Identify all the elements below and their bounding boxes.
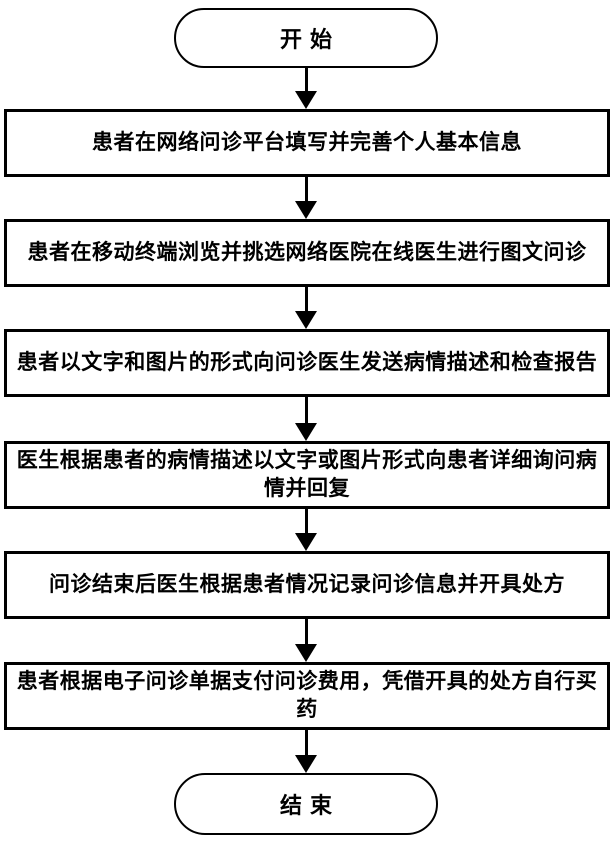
arrow-shaft <box>304 730 308 759</box>
arrow-shaft <box>304 287 308 315</box>
arrowhead-down-icon <box>295 644 317 662</box>
arrowhead-down-icon <box>295 533 317 551</box>
process-step-1: 患者在网络问诊平台填写并完善个人基本信息 <box>4 109 610 177</box>
flow-arrow-2 <box>295 177 317 219</box>
process-step-2: 患者在移动终端浏览并挑选网络医院在线医生进行图文问诊 <box>4 219 610 287</box>
process-step-6-label: 患者根据电子问诊单据支付问诊费用，凭借开具的处方自行买药 <box>16 669 598 721</box>
process-step-1-label: 患者在网络问诊平台填写并完善个人基本信息 <box>92 130 522 154</box>
process-step-2-label: 患者在移动终端浏览并挑选网络医院在线医生进行图文问诊 <box>27 240 587 264</box>
arrowhead-down-icon <box>295 91 317 109</box>
arrowhead-down-icon <box>295 311 317 329</box>
flow-arrow-7 <box>295 730 317 773</box>
arrowhead-down-icon <box>295 423 317 441</box>
flow-arrow-5 <box>295 509 317 551</box>
flow-arrow-1 <box>295 68 317 109</box>
end-terminal: 结束 <box>174 773 438 835</box>
arrow-shaft <box>304 177 308 205</box>
arrow-shaft <box>304 619 308 648</box>
start-terminal: 开始 <box>174 8 438 68</box>
process-step-3: 患者以文字和图片的形式向问诊医生发送病情描述和检查报告 <box>4 329 610 397</box>
arrowhead-down-icon <box>295 755 317 773</box>
flow-arrow-3 <box>295 287 317 329</box>
process-step-3-label: 患者以文字和图片的形式向问诊医生发送病情描述和检查报告 <box>16 350 598 374</box>
process-step-4: 医生根据患者的病情描述以文字或图片形式向患者详细询问病情并回复 <box>4 441 610 509</box>
arrow-shaft <box>304 397 308 427</box>
arrow-shaft <box>304 68 308 95</box>
process-step-4-label: 医生根据患者的病情描述以文字或图片形式向患者详细询问病情并回复 <box>16 448 598 500</box>
start-label: 开始 <box>279 27 340 52</box>
flow-arrow-6 <box>295 619 317 662</box>
process-step-5: 问诊结束后医生根据患者情况记录问诊信息并开具处方 <box>4 551 610 619</box>
flow-arrow-4 <box>295 397 317 441</box>
end-label: 结束 <box>279 793 340 818</box>
process-step-5-label: 问诊结束后医生根据患者情况记录问诊信息并开具处方 <box>49 572 565 596</box>
process-step-6: 患者根据电子问诊单据支付问诊费用，凭借开具的处方自行买药 <box>4 662 610 730</box>
arrow-shaft <box>304 509 308 537</box>
arrowhead-down-icon <box>295 201 317 219</box>
